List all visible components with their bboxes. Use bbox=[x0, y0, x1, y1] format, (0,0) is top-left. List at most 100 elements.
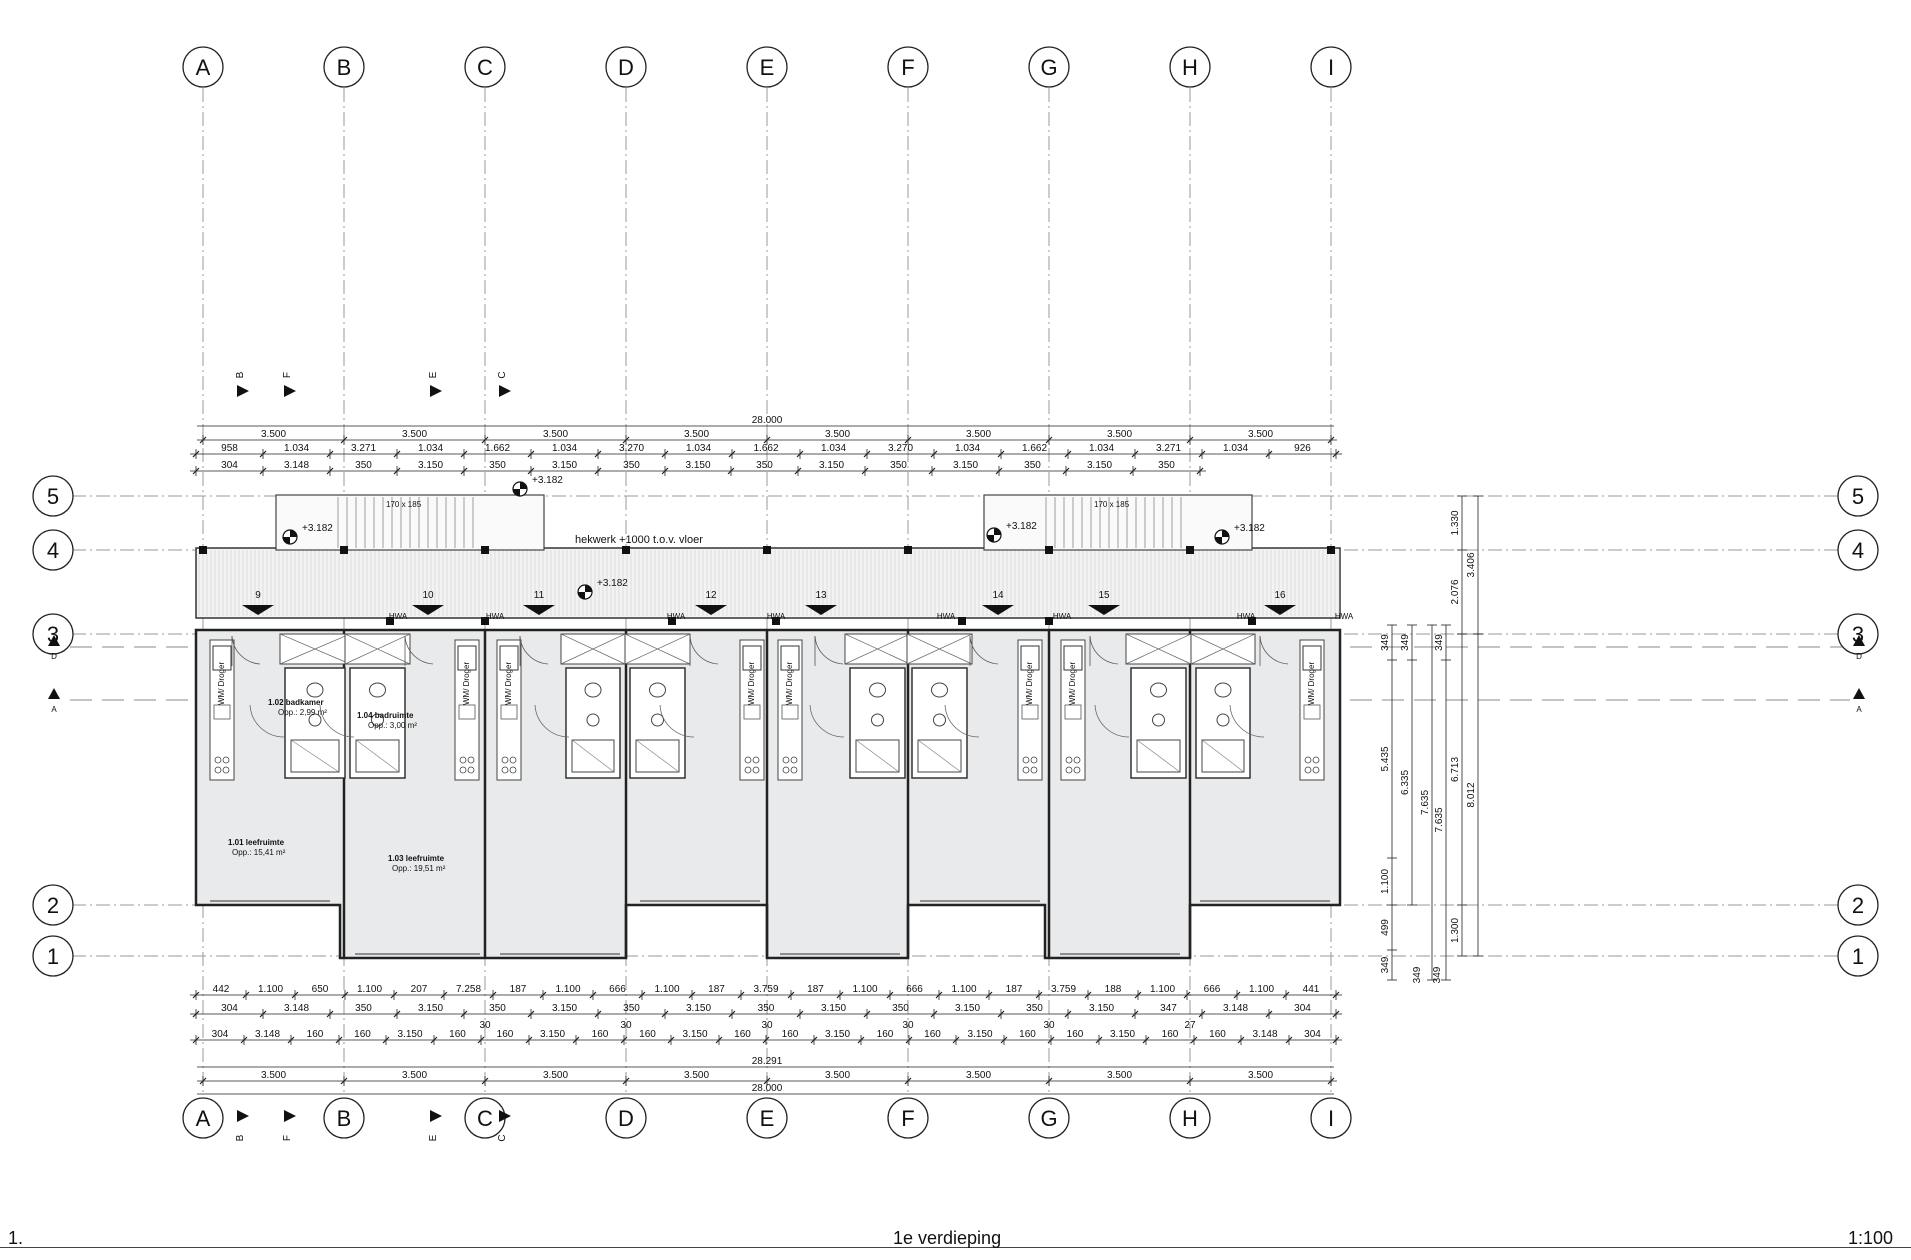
room-badkamer-area: Opp.: 2,99 m² bbox=[278, 708, 327, 717]
meter-cabinet bbox=[1063, 645, 1083, 671]
dim-bottom-b-slash bbox=[259, 1010, 267, 1018]
dim-top-a-slash bbox=[340, 436, 348, 444]
dim-bottom-b-slash bbox=[1064, 1010, 1072, 1018]
grid-bubble-bottom-B-circle bbox=[323, 1097, 365, 1139]
grid-bubble-top-F-label: F bbox=[901, 55, 914, 80]
dim-right-g-label: 6.713 bbox=[1450, 757, 1461, 782]
section-marker-top-B bbox=[237, 385, 249, 397]
column-5 bbox=[763, 546, 771, 554]
dim-bottom-b-slash bbox=[594, 1010, 602, 1018]
unit-number-14: 14 bbox=[992, 590, 1004, 601]
dim-bottom-a-slash bbox=[787, 991, 795, 999]
dim-bottom-a-slash bbox=[1084, 991, 1092, 999]
hob-ring bbox=[459, 756, 467, 764]
grid-bubble-bottom-F-label: F bbox=[901, 1106, 914, 1131]
dim-bottom-c-label: 160 bbox=[1162, 1029, 1179, 1040]
grid-bubble-left-2-circle bbox=[32, 884, 74, 926]
dim-bottom-c-slash bbox=[905, 1036, 913, 1044]
dim-bottom-a-slash bbox=[440, 991, 448, 999]
grid-bubble-bottom-G: G bbox=[1028, 1097, 1070, 1139]
grid-bubble-bottom-B-label: B bbox=[337, 1106, 352, 1131]
dim-bottom-d-slash bbox=[1186, 1077, 1194, 1085]
grid-bubble-right-4: 4 bbox=[1837, 529, 1879, 571]
dim-top-b-slash bbox=[1064, 450, 1072, 458]
dim-top-b-slash bbox=[997, 450, 1005, 458]
meter-cabinet bbox=[499, 645, 519, 671]
meter-cabinet bbox=[742, 645, 762, 671]
grid-bubble-right-3-circle bbox=[1837, 613, 1879, 655]
unit-entrance-marker-9 bbox=[242, 605, 274, 615]
dim-bottom-d-label: 3.500 bbox=[825, 1070, 850, 1081]
grid-bubble-top-B-label: B bbox=[337, 55, 352, 80]
unit-number-10: 10 bbox=[422, 590, 434, 601]
dim-top-b-slash bbox=[1265, 450, 1273, 458]
dim-bottom-c-slash bbox=[715, 1036, 723, 1044]
dim-top-c-label: 350 bbox=[355, 460, 372, 471]
grid-bubble-top-E-circle bbox=[746, 46, 788, 88]
storage-cross bbox=[1125, 633, 1192, 665]
dim-top-a-label: 3.500 bbox=[543, 429, 568, 440]
dim-bottom-c-slash bbox=[477, 1036, 485, 1044]
dim-bottom-c-label: 160 bbox=[449, 1029, 466, 1040]
level-marker-fill bbox=[1222, 530, 1229, 537]
storage-cross bbox=[624, 633, 691, 665]
section-label-bottom-C: C bbox=[497, 1134, 508, 1141]
hob-ring bbox=[782, 756, 790, 764]
hob-ring bbox=[1065, 756, 1073, 764]
section-label-bottom-F: F bbox=[282, 1135, 293, 1141]
dim-bottom-b-label: 350 bbox=[489, 1003, 506, 1014]
dim-top-b-label: 1.034 bbox=[552, 443, 577, 454]
hob-ring bbox=[1304, 756, 1312, 764]
bath-door-swing-7 bbox=[1094, 704, 1130, 738]
hob-ring bbox=[1030, 756, 1038, 764]
grid-bubble-bottom-F-circle bbox=[887, 1097, 929, 1139]
dim-top-c-slash bbox=[594, 467, 602, 475]
dim-top-b-label: 1.034 bbox=[686, 443, 711, 454]
dim-right-g-label: 1.300 bbox=[1450, 918, 1461, 943]
hob-ring bbox=[222, 766, 230, 774]
dim-top-a-label: 3.500 bbox=[402, 429, 427, 440]
dim-bottom-b-slash bbox=[192, 1010, 200, 1018]
grid-bubble-top-F: F bbox=[887, 46, 929, 88]
dim-bottom-c-slash bbox=[1000, 1036, 1008, 1044]
dim-top-c-slash bbox=[393, 467, 401, 475]
dim-bottom-b-label: 3.150 bbox=[1089, 1003, 1114, 1014]
section-label-side-A-3: A bbox=[1856, 705, 1862, 714]
section-label-side-D-1: D bbox=[1856, 652, 1862, 661]
shower-diag-6 bbox=[917, 739, 962, 773]
hwa-label-3: HWA bbox=[667, 612, 686, 621]
dim-bottom-a-slash bbox=[192, 991, 200, 999]
dim-bottom-b-sub: 30 bbox=[479, 1020, 491, 1031]
dim-top-c-slash bbox=[727, 467, 735, 475]
sink-icon bbox=[933, 713, 946, 727]
meter-cabinet bbox=[457, 645, 477, 671]
dim-bottom-b-sub: 30 bbox=[902, 1020, 914, 1031]
sink-icon bbox=[586, 713, 600, 727]
dim-bottom-a-label: 187 bbox=[1006, 984, 1023, 995]
dim-bottom-a-slash bbox=[539, 991, 547, 999]
hob-ring bbox=[1030, 766, 1038, 774]
dim-top-c-label: 3.150 bbox=[418, 460, 443, 471]
grid-bubble-right-4-label: 4 bbox=[1852, 538, 1864, 563]
gallery-deck bbox=[195, 547, 1341, 619]
grid-bubble-bottom-D-circle bbox=[605, 1097, 647, 1139]
hob-ring bbox=[752, 756, 760, 764]
section-marker-bottom-E bbox=[430, 1110, 442, 1122]
grid-bubble-bottom-D: D bbox=[605, 1097, 647, 1139]
grid-bubble-top-F-circle bbox=[887, 46, 929, 88]
dim-top-b-label: 1.034 bbox=[821, 443, 846, 454]
dim-bottom-a-label: 1.100 bbox=[357, 984, 382, 995]
grid-bubble-bottom-H-label: H bbox=[1182, 1106, 1198, 1131]
dim-top-b-label: 958 bbox=[221, 443, 238, 454]
meter-cabinet bbox=[212, 645, 232, 671]
hob-ring bbox=[744, 766, 752, 774]
hob-ring bbox=[782, 766, 790, 774]
grid-bubble-left-2: 2 bbox=[32, 884, 74, 926]
dim-bottom-c-slash bbox=[857, 1036, 865, 1044]
dim-bottom-b-slash bbox=[930, 1010, 938, 1018]
column-9 bbox=[1327, 546, 1335, 554]
dim-bottom-c-slash bbox=[572, 1036, 580, 1044]
dim-bottom-c-slash bbox=[1190, 1036, 1198, 1044]
grid-bubble-top-D-circle bbox=[605, 46, 647, 88]
dim-bottom-c-label: 160 bbox=[1067, 1029, 1084, 1040]
